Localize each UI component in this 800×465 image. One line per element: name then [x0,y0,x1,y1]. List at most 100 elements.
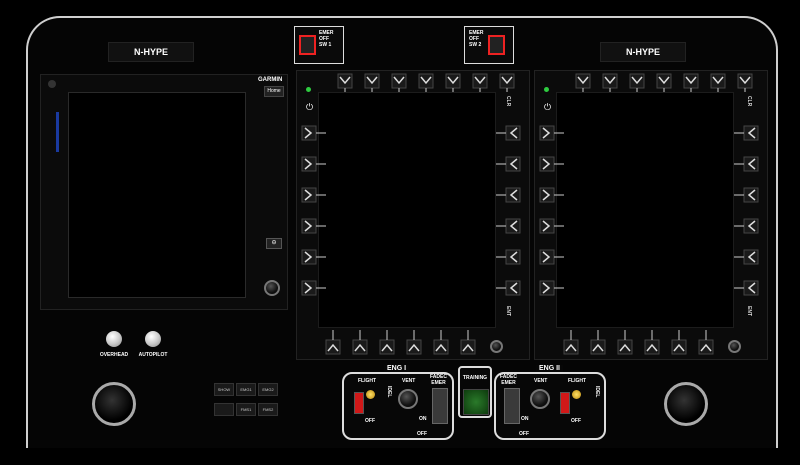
mfd-left-top-softkey[interactable] [499,73,515,89]
mfd-right-bottom-softkey[interactable] [644,339,660,355]
mfd-left-screen[interactable] [318,92,496,328]
mfd-left-right-softkey[interactable] [505,249,521,265]
mfd-left-left-softkey[interactable] [301,125,317,141]
mfd-left-right-softkey[interactable] [505,218,521,234]
mfd-left-top-softkey[interactable] [418,73,434,89]
eng2-vent-knob[interactable] [530,389,550,409]
mfd-left-left-softkey[interactable] [301,218,317,234]
eng1-fadec-switch[interactable] [432,388,448,424]
mfd-right-right-softkey[interactable] [743,156,759,172]
mfd-left-clr-label[interactable]: CLR [505,96,511,107]
mfd-right-right-softkey[interactable] [743,249,759,265]
mfd-right-top-softkey[interactable] [710,73,726,89]
emg2-button[interactable]: EMG2 [258,383,278,396]
mfd-left-bottom-softkey[interactable] [433,339,449,355]
mfd-right-right-softkey[interactable] [743,280,759,296]
eng1-vent-knob[interactable] [398,389,418,409]
power-icon[interactable]: ⏻ [306,102,314,112]
mfd-left-bottom-softkey[interactable] [406,339,422,355]
right-large-knob[interactable] [664,382,708,426]
mfd-right-right-softkey[interactable] [743,187,759,203]
autopilot-label: AUTOPILOT [138,352,168,358]
left-large-knob[interactable] [92,382,136,426]
mfd-right-bottom-softkey[interactable] [563,339,579,355]
mfd-left-bottom-softkey[interactable] [352,339,368,355]
mfd-right-bottom-softkey[interactable] [671,339,687,355]
mfd-left-status-led [306,87,311,92]
mfd-right-screen[interactable] [556,92,734,328]
home-button[interactable]: Home [264,86,284,97]
mfd-left-top-softkey[interactable] [445,73,461,89]
mfd-right-left-softkey[interactable] [539,187,555,203]
mfd-right-top-softkey[interactable] [683,73,699,89]
emg1-button[interactable]: EMG1 [236,383,256,396]
mfd-right-top-softkey[interactable] [656,73,672,89]
eng1-emer-label: EMER [431,380,446,386]
left-title: N-HYPE [133,47,168,57]
mfd-left-right-softkey[interactable] [505,187,521,203]
mfd-right-top-softkey[interactable] [575,73,591,89]
gps-screen[interactable] [68,92,246,298]
fms2-button[interactable]: FMS2 [258,403,278,416]
mfd-left-top-softkey[interactable] [391,73,407,89]
mfd-right-right-softkey[interactable] [743,218,759,234]
mfd-left-left-softkey[interactable] [301,156,317,172]
show-button[interactable]: SHOW [214,383,234,396]
mfd-right-knob[interactable] [728,340,741,353]
eng2-fadec-switch[interactable] [504,388,520,424]
mfd-left-ent-label[interactable]: ENT [505,306,511,316]
gps-slot [56,112,59,152]
mfd-right-ent-label[interactable]: ENT [746,306,752,316]
autopilot-lamp-button[interactable] [145,331,161,347]
mfd-left-right-softkey[interactable] [505,125,521,141]
power-icon[interactable]: ⏻ [544,102,552,112]
eng2-flight-guard[interactable] [560,392,570,414]
mfd-left-top-softkey[interactable] [337,73,353,89]
fms1-button[interactable]: FMS1 [236,403,256,416]
eng2-fadec-label: FADEC [500,374,517,380]
blank-button[interactable] [214,403,234,416]
eng2-idel-label: IDEL [594,386,600,398]
overhead-lamp-button[interactable] [106,331,122,347]
eng1-flight-toggle[interactable] [366,390,375,399]
eng1-flight-guard[interactable] [354,392,364,414]
mfd-right-bottom-softkey[interactable] [698,339,714,355]
mfd-left-right-softkey[interactable] [505,156,521,172]
mfd-left-bottom-softkey[interactable] [379,339,395,355]
mfd-left-knob[interactable] [490,340,503,353]
mfd-left-bottom-softkey[interactable] [460,339,476,355]
mfd-right-left-softkey[interactable] [539,280,555,296]
eng2-title: ENG II [536,365,564,372]
mfd-right-left-softkey[interactable] [539,125,555,141]
mfd-left-left-softkey[interactable] [301,280,317,296]
mfd-right-left-softkey[interactable] [539,249,555,265]
mfd-right-bottom-softkey[interactable] [590,339,606,355]
eng2-on-label: ON [521,416,529,422]
mfd-left-left-softkey[interactable] [301,249,317,265]
mfd-right-right-softkey[interactable] [743,125,759,141]
gps-knob[interactable] [264,280,280,296]
mfd-right-top-softkey[interactable] [629,73,645,89]
mfd-left-top-softkey[interactable] [472,73,488,89]
mfd-right-top-softkey[interactable] [602,73,618,89]
screw-icon [48,80,56,88]
mfd-right-bottom-softkey[interactable] [617,339,633,355]
mfd-left-right-softkey[interactable] [505,280,521,296]
emer-sw1-button[interactable] [299,35,316,55]
eng2-vent-label: VENT [534,378,548,384]
mfd-right-top-softkey[interactable] [737,73,753,89]
key-icon[interactable]: ⊖ [266,238,282,249]
mfd-right-left-softkey[interactable] [539,218,555,234]
mfd-left-bottom-softkey[interactable] [325,339,341,355]
eng2-flight-toggle[interactable] [572,390,581,399]
training-light-button[interactable] [463,389,489,415]
mfd-right-clr-label[interactable]: CLR [746,96,752,107]
eng2-off2-label: OFF [519,431,529,437]
emer-sw2-button[interactable] [488,35,505,55]
mfd-left-left-softkey[interactable] [301,187,317,203]
eng1-vent-label: VENT [402,378,416,384]
mfd-left-top-softkey[interactable] [364,73,380,89]
mfd-right-left-softkey[interactable] [539,156,555,172]
